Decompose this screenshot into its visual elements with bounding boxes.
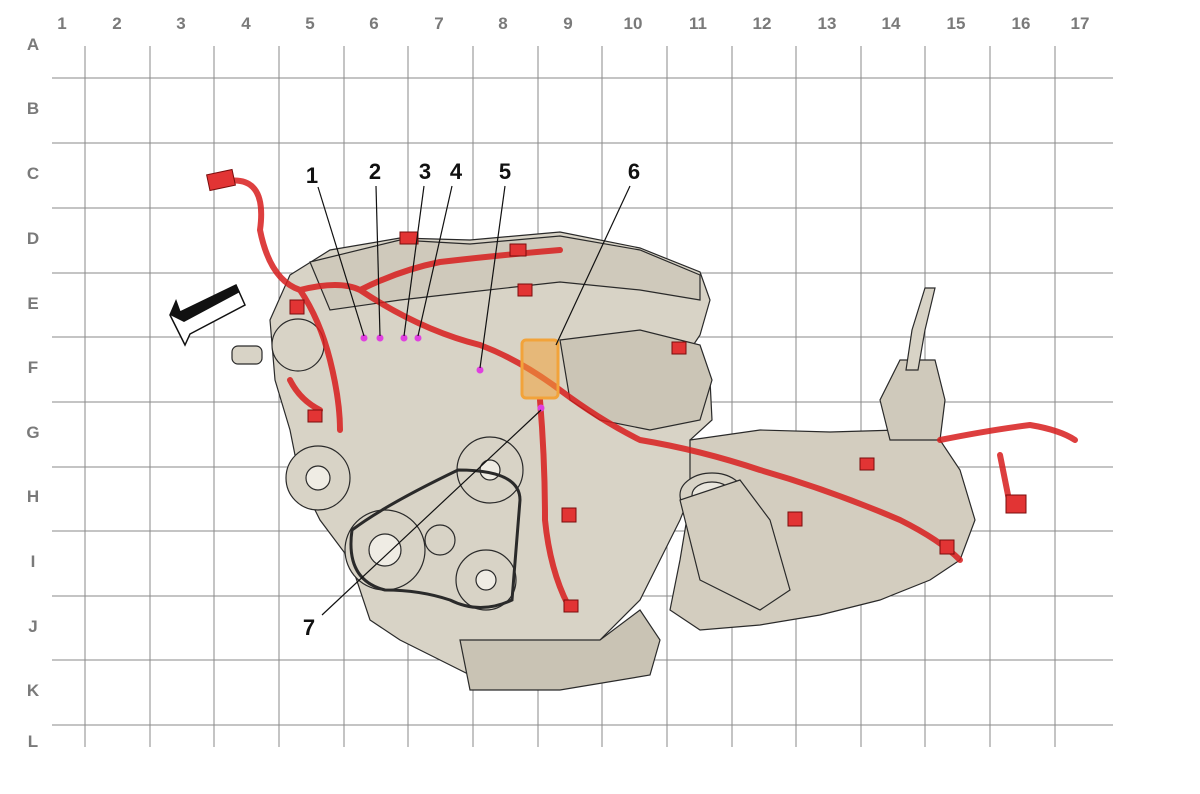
leader-4 <box>417 185 453 337</box>
connector-dots <box>360 334 545 412</box>
connector-trans-2 <box>859 457 875 471</box>
grid-column-label: 6 <box>369 14 379 33</box>
grid-column-label: 4 <box>241 14 251 33</box>
grid-column-label: 9 <box>563 14 573 33</box>
leader-5 <box>479 185 506 369</box>
alternator-hub <box>305 465 331 491</box>
callout-number: 1 <box>305 163 319 188</box>
grid-row-label: K <box>26 681 40 700</box>
connector-dot-7 <box>537 404 545 412</box>
harness-connectors <box>206 168 1027 613</box>
direction-arrow-icon <box>169 283 246 347</box>
connector-trans-3 <box>939 539 955 555</box>
connector-dot-3 <box>400 334 408 342</box>
callout-number: 4 <box>449 159 463 184</box>
leader-7 <box>321 409 542 616</box>
connector-left-2 <box>307 409 323 423</box>
grid-column-label: 13 <box>817 14 837 33</box>
tensioner-pulley <box>424 524 456 556</box>
grid-row-label: D <box>26 229 40 248</box>
grid-row-label: H <box>26 487 40 506</box>
grid-row-label: L <box>27 732 39 751</box>
grid-column-label: 16 <box>1011 14 1031 33</box>
callout-number: 5 <box>498 159 512 184</box>
grid-row-label: F <box>27 358 39 377</box>
harness-trans-branch <box>937 421 1078 443</box>
grid-column-label: 5 <box>305 14 315 33</box>
grid-column-label: 11 <box>689 14 707 33</box>
connector-dot-5 <box>476 366 484 374</box>
leader-6 <box>555 185 631 346</box>
harness-lower-branch <box>537 397 571 608</box>
shift-lever <box>905 287 936 371</box>
connector-top-1 <box>399 231 419 245</box>
ac-compressor-hub <box>475 569 497 591</box>
grid-column-label: 2 <box>112 14 122 33</box>
grid-row-label: I <box>30 552 36 571</box>
connector-trans-4 <box>1005 494 1027 514</box>
connector-c3 <box>206 168 236 192</box>
grid-row-label: E <box>27 294 39 313</box>
oil-filter-body <box>679 479 791 611</box>
grid-row-label: A <box>26 35 40 54</box>
drive-belt <box>349 468 522 609</box>
callout-number: 3 <box>418 159 432 184</box>
connector-mid-1 <box>561 507 577 523</box>
connector-dot-1 <box>360 334 368 342</box>
connector-left-1 <box>289 299 305 315</box>
connector-intake <box>671 341 687 355</box>
grid-row-label: J <box>28 617 38 636</box>
leader-3 <box>403 185 425 337</box>
water-pump-hub <box>479 459 501 481</box>
highlighted-module <box>520 338 560 400</box>
connector-top-3 <box>517 283 533 297</box>
connector-top-2 <box>509 243 527 257</box>
grid-column-label: 12 <box>752 14 772 33</box>
leader-1 <box>317 186 365 337</box>
grid-column-label: 10 <box>623 14 643 33</box>
grid-row-label: G <box>26 423 40 442</box>
grid-row-label: C <box>26 164 40 183</box>
connector-dot-4 <box>414 334 422 342</box>
harness-left-tail <box>287 377 323 413</box>
grid-column-label: 1 <box>57 14 67 33</box>
connector-trans-1 <box>787 511 803 527</box>
valve-cover <box>309 235 701 311</box>
grid-column-label: 3 <box>176 14 186 33</box>
gear-shifter <box>879 359 946 441</box>
leader-2 <box>375 185 381 337</box>
grid-column-label: 7 <box>434 14 444 33</box>
callout-number: 7 <box>302 615 316 640</box>
grid-column-label: 14 <box>881 14 901 33</box>
connector-mid-2 <box>563 599 579 613</box>
grid-row-label: B <box>26 99 40 118</box>
grid-column-label: 15 <box>946 14 966 33</box>
callout-number: 2 <box>368 159 382 184</box>
oil-pan <box>459 609 661 691</box>
grid-column-label: 17 <box>1070 14 1090 33</box>
crank-pulley-hub <box>368 533 402 567</box>
coolant-outlet <box>231 345 263 365</box>
callout-number: 6 <box>627 159 641 184</box>
harness-front-branch <box>297 287 343 433</box>
leader-lines <box>317 185 631 616</box>
connector-dot-2 <box>376 334 384 342</box>
grid-column-label: 8 <box>498 14 508 33</box>
